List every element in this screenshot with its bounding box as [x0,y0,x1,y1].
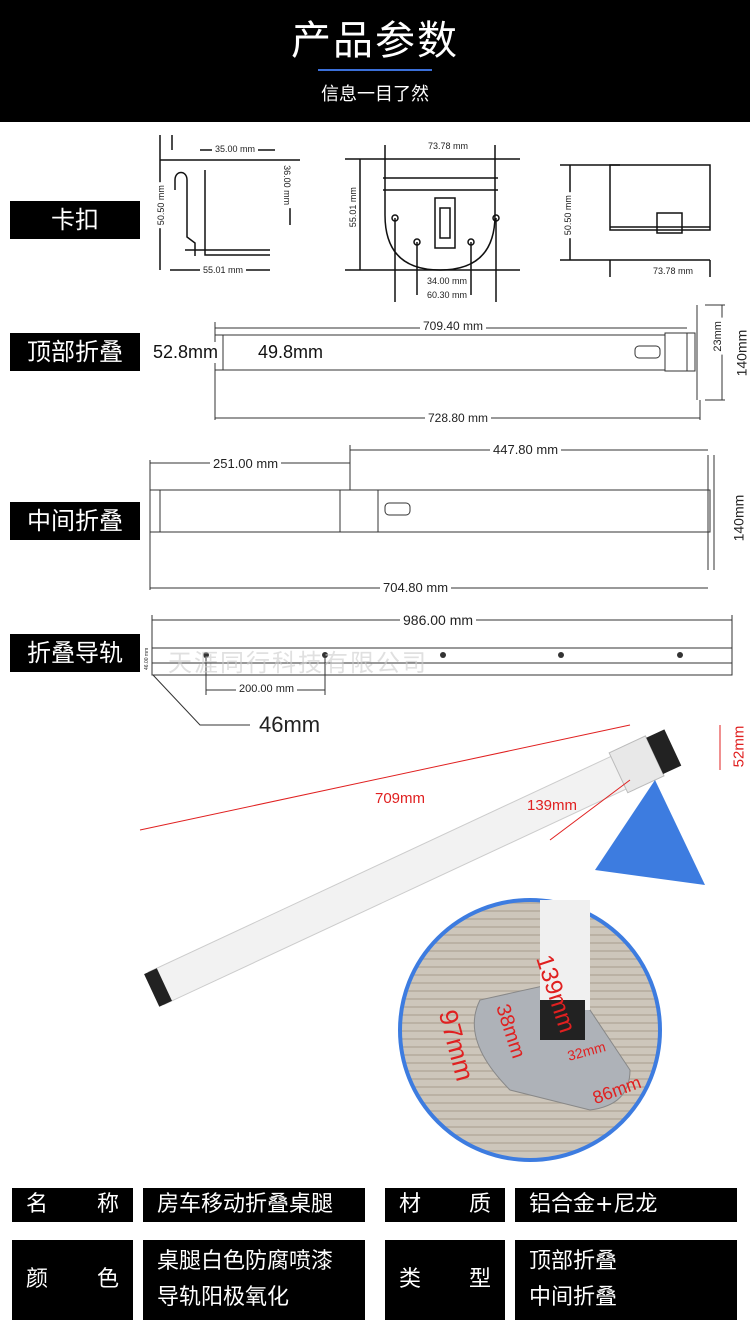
spec-key-name: 名称 [12,1188,133,1222]
clip-side-view [159,135,300,271]
page-subtitle: 信息一目了然 [321,84,429,105]
dim-label: 46mm [256,712,324,738]
page-title: 产品参数 [291,18,459,64]
dim-label: 140mm [730,491,747,545]
spec-value-type: 顶部折叠中间折叠 [515,1240,737,1320]
dim-label: 251.00 mm [210,456,282,472]
dim-label: 35.00 mm [212,144,259,155]
dim-label: 36.00 mm [281,162,293,209]
dim-label: 986.00 mm [400,612,477,629]
spec-value-name: 房车移动折叠桌腿 [143,1188,365,1222]
dim-label: 200.00 mm [236,683,298,696]
dim-label: 55.01 mm [200,265,247,276]
dim-label: 50.50 mm [155,182,167,229]
dim-label: 73.78 mm [425,141,472,152]
dim-label: 50.50 mm [562,192,574,239]
product-photo [139,724,721,1162]
zoom-pointer [595,780,705,885]
dim-label: 709.40 mm [420,319,487,334]
section-label-middle-fold: 中间折叠 [10,502,140,540]
clip-end-view [560,164,711,277]
middle-fold-drawing [149,445,715,590]
dim-label: 46.00 mm [144,647,151,670]
dim-label: 728.80 mm [425,411,492,426]
spec-key-material: 材质 [385,1188,505,1222]
spec-value-material: 铝合金+尼龙 [515,1188,737,1222]
spec-key-color: 颜色 [12,1240,133,1320]
dim-label: 55.01 mm [347,184,359,231]
section-label-rail: 折叠导轨 [10,634,140,672]
title-underline [318,69,432,71]
annotation: 139mm [527,797,578,814]
spec-value-color: 桌腿白色防腐喷漆导轨阳极氧化 [143,1240,365,1320]
section-label-clip: 卡扣 [10,201,140,239]
annotation: 52mm [730,725,748,768]
header-banner: 产品参数 信息一目了然 [0,0,750,122]
dim-label: 704.80 mm [380,580,452,596]
clip-front-view [345,145,520,302]
annotation: 709mm [375,790,426,807]
dim-label: 60.30 mm [424,290,471,301]
dim-label: 73.78 mm [650,266,697,277]
clip-drawings [159,135,711,302]
spec-key-type: 类型 [385,1240,505,1320]
dim-label: 140mm [733,326,750,380]
top-fold-drawing [214,304,725,420]
dim-label: 447.80 mm [490,442,562,458]
dim-label: 49.8mm [258,342,324,362]
watermark: 天涯同行科技有限公司 [168,649,428,677]
dim-label: 34.00 mm [424,276,471,287]
section-label-top-fold: 顶部折叠 [10,333,140,371]
table-leg [144,729,682,1007]
dim-label: 52.8mm [150,342,222,363]
rail-drawing [151,615,733,726]
dim-label: 23mm [711,318,725,355]
